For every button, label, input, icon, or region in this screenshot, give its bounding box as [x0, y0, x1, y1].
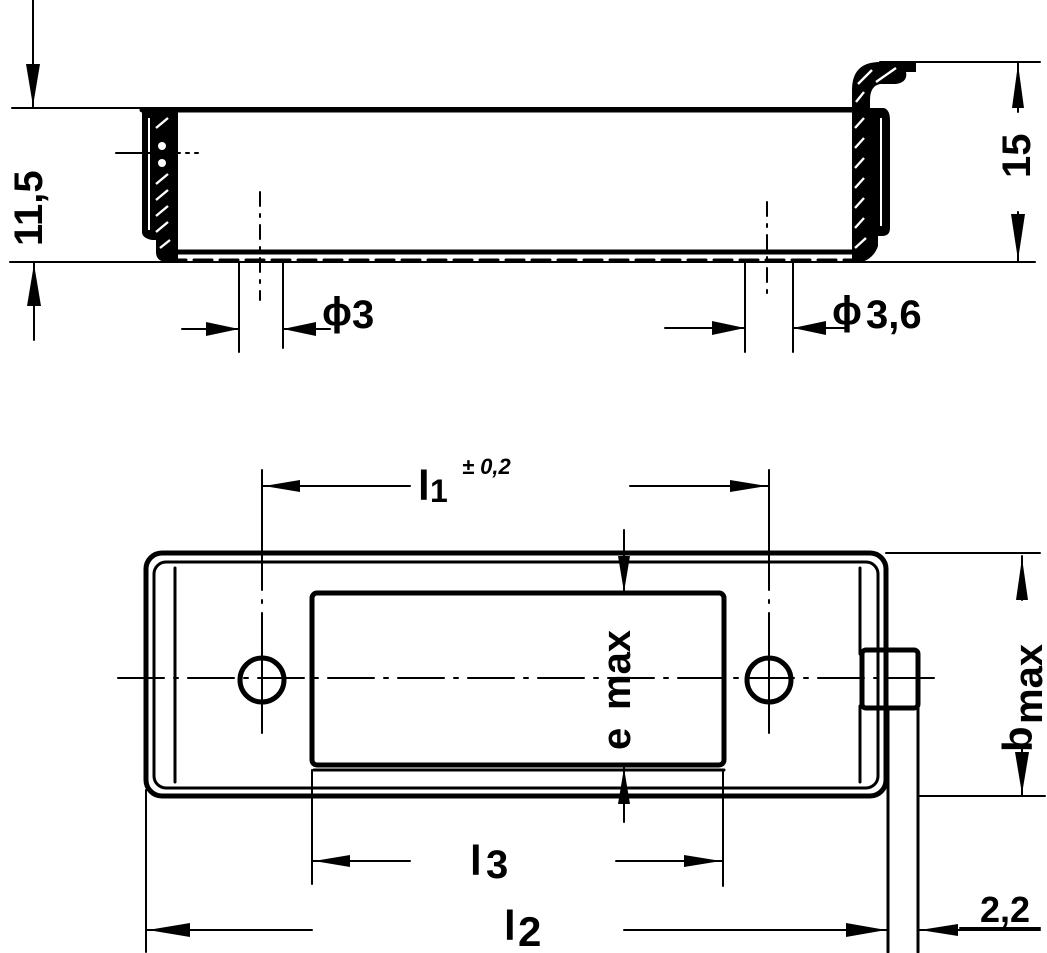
dim-height-right: 15 — [995, 134, 1039, 179]
dim-l2: l 2 — [504, 902, 541, 953]
arrow-up — [27, 264, 41, 306]
dim-hole-left: ϕ 3 — [322, 290, 374, 337]
svg-text:l: l — [504, 902, 516, 949]
svg-text:max: max — [1007, 644, 1047, 724]
side-view: 11,5 15 ϕ 3 ϕ 3,6 — [7, 0, 1041, 353]
arrow-right — [206, 322, 239, 336]
outer-outline — [143, 550, 889, 799]
top-view: l 1 ± 0,2 e max b max l — [117, 454, 1047, 953]
dim-l1: l 1 ± 0,2 — [418, 454, 512, 509]
left-wall-section — [142, 110, 178, 262]
svg-text:1: 1 — [430, 473, 448, 509]
dim-b-max: b max — [994, 644, 1047, 752]
svg-text:3: 3 — [352, 293, 374, 337]
svg-text:3: 3 — [486, 843, 508, 887]
dim-hole-right: ϕ 3,6 — [832, 289, 922, 337]
svg-text:l: l — [418, 462, 430, 509]
dim-l3: l 3 — [470, 837, 508, 887]
diameter-symbol-icon: ϕ — [322, 290, 352, 334]
dim-height-left: 11,5 — [7, 170, 51, 246]
arrow-down — [26, 64, 40, 106]
svg-text:e: e — [595, 728, 639, 750]
svg-text:l: l — [470, 837, 482, 884]
arrow-left — [283, 322, 316, 336]
svg-text:± 0,2: ± 0,2 — [462, 454, 512, 479]
dim-tab-width: 2,2 — [980, 889, 1030, 930]
right-wall-section — [852, 62, 916, 262]
svg-text:max: max — [595, 630, 639, 710]
dim-e-max: e max — [595, 630, 639, 750]
svg-text:2: 2 — [518, 908, 541, 953]
svg-text:b: b — [994, 726, 1041, 752]
inner-outline — [152, 560, 880, 790]
diameter-symbol-icon: ϕ — [832, 289, 862, 333]
svg-text:3,6: 3,6 — [866, 293, 922, 337]
